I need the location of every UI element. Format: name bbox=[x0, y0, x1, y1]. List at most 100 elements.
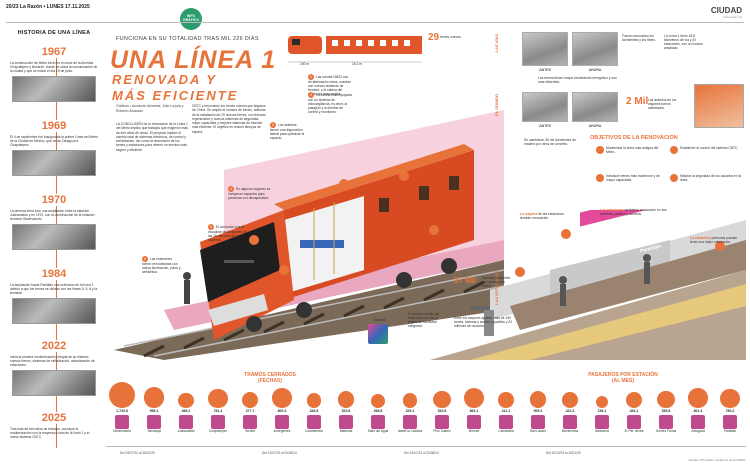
station-name: Pantitlán bbox=[723, 428, 737, 433]
historic-photo bbox=[12, 76, 96, 103]
caption-after: AHORA bbox=[588, 124, 602, 128]
objective-item: Modernizar la línea más antigua del Metr… bbox=[596, 146, 668, 154]
headline-subtitle-line: MÁS EFICIENTE bbox=[112, 87, 239, 103]
timeline-item: 1984 La ampliación hasta Pantitlán una e… bbox=[6, 264, 102, 325]
callout-text: En algunos vagones se incluyeron espacio… bbox=[228, 186, 271, 201]
station-name: Tacubaya bbox=[147, 428, 161, 433]
objective-icon bbox=[670, 146, 678, 154]
objective-icon bbox=[596, 146, 604, 154]
closed-date: Del 20/10/23 al 15/11/25 bbox=[546, 451, 581, 455]
station-name: Salto del Agua bbox=[367, 428, 389, 433]
headline-title: UNA LÍNEA 1 bbox=[110, 46, 277, 74]
station-icon bbox=[275, 414, 289, 429]
train-side-view bbox=[288, 36, 422, 63]
passenger-bubble bbox=[178, 392, 194, 408]
timeline-year: 1969 bbox=[37, 120, 71, 132]
photo-tracks-before bbox=[522, 32, 568, 66]
objective-item: Mejorar la seguridad de los usuarios en … bbox=[670, 174, 742, 182]
wheel-label: Ruedas bbox=[374, 318, 386, 322]
paper-name: La Razón • LUNES 17.11.2025 bbox=[19, 4, 90, 10]
platform-note-title: La señalética bbox=[690, 236, 711, 240]
objective-icon bbox=[596, 174, 604, 182]
passenger-value: 800.3 bbox=[277, 408, 287, 413]
timeline-text: Inicia la primera modernización integral… bbox=[10, 355, 95, 368]
station-name: Balbuena bbox=[595, 428, 609, 433]
seats-note: Los asientos en los vagones fueron cambi… bbox=[648, 98, 677, 111]
station-icon bbox=[467, 414, 481, 429]
byline: Gráficos • Armando Armenta, Julio Loyola… bbox=[116, 104, 184, 113]
header-divider bbox=[6, 22, 744, 23]
platform-note-text: recibieron renovación en sus andenes, pa… bbox=[600, 208, 667, 217]
objective-text: Establecer el control del sistema CBTC. bbox=[680, 146, 739, 150]
station-name: Chapultepec bbox=[209, 428, 227, 433]
callout-number: 4 bbox=[228, 186, 234, 192]
timeline-text: La construcción de Metro inició en el cr… bbox=[10, 61, 98, 74]
timeline-item: 1967 La construcción de Metro inició en … bbox=[6, 42, 102, 103]
label-tracks: LAS VÍAS bbox=[494, 34, 499, 53]
historic-photo bbox=[12, 370, 96, 397]
station-icon bbox=[115, 415, 129, 429]
callout-text: El conductor puede visualizar las imágen… bbox=[208, 224, 247, 243]
station-icon bbox=[531, 414, 545, 429]
objective-text: Mejorar la seguridad de los usuarios en … bbox=[680, 174, 742, 183]
station-icon bbox=[723, 414, 737, 429]
station-icon bbox=[243, 414, 257, 429]
callout-number: 3 bbox=[270, 122, 276, 128]
station-name: Gómez Farías bbox=[655, 428, 677, 433]
page-header: 20/23 La Razón • LUNES 17.11.2025 bbox=[6, 4, 90, 10]
label-sound: EL SONIDO bbox=[494, 94, 499, 116]
passenger-value: 780.2 bbox=[725, 408, 735, 413]
passenger-value: 422.3 bbox=[565, 408, 575, 413]
station-name: Sevilla bbox=[245, 428, 255, 433]
objective-text: Modernizar la línea más antigua del Metr… bbox=[606, 146, 659, 155]
station-name: Balderas bbox=[339, 428, 353, 433]
station-name: Pino Suárez bbox=[433, 428, 451, 433]
passenger-bubble bbox=[688, 388, 708, 408]
passengers-title: PASAJEROS POR ESTACIÓN (AL MES) bbox=[588, 372, 658, 384]
timeline-item: 2025 Tras más de tres años de trabajos, … bbox=[6, 408, 102, 440]
historic-photo bbox=[12, 224, 96, 251]
callout-text: Las ruedas NM22 son de fabricación china… bbox=[308, 74, 351, 97]
body-text: LA CONCLUSIÓN de la renovación de la Lín… bbox=[116, 122, 188, 152]
timeline-text: La primera línea tuvo una ampliación ent… bbox=[10, 209, 95, 222]
access-note: El acceso a todas las estaciones es con … bbox=[408, 312, 440, 329]
caption-before: ANTES bbox=[539, 124, 551, 128]
passenger-bubble bbox=[529, 391, 547, 408]
platform-note-title: La mayoría bbox=[520, 212, 538, 216]
passenger-value: 454.1 bbox=[629, 408, 639, 413]
timeline-item: 2022 Inicia la primera modernización int… bbox=[6, 336, 102, 397]
timeline-title: HISTORIA DE UNA LÍNEA bbox=[17, 30, 91, 36]
station-icon bbox=[211, 414, 225, 429]
section-title: CIUDAD bbox=[710, 6, 742, 15]
objective-icon bbox=[670, 174, 678, 182]
station-icon bbox=[595, 414, 609, 429]
passenger-bubble bbox=[306, 393, 322, 408]
station-name: San Lázaro bbox=[529, 428, 547, 433]
station-icon bbox=[371, 414, 385, 429]
passenger-bubble bbox=[272, 388, 292, 408]
section-header: CIUDAD razon.com.mx bbox=[711, 6, 742, 19]
passenger-bubble bbox=[337, 391, 355, 408]
station-icon bbox=[179, 414, 193, 429]
closed-date: Del 15/07/23 al 20/08/24 bbox=[404, 451, 439, 455]
car-length-label: 16.2 m bbox=[352, 62, 363, 66]
section-subtitle: razon.com.mx bbox=[723, 15, 742, 19]
passenger-bubble bbox=[433, 390, 451, 408]
passenger-value: 863.1 bbox=[469, 408, 479, 413]
